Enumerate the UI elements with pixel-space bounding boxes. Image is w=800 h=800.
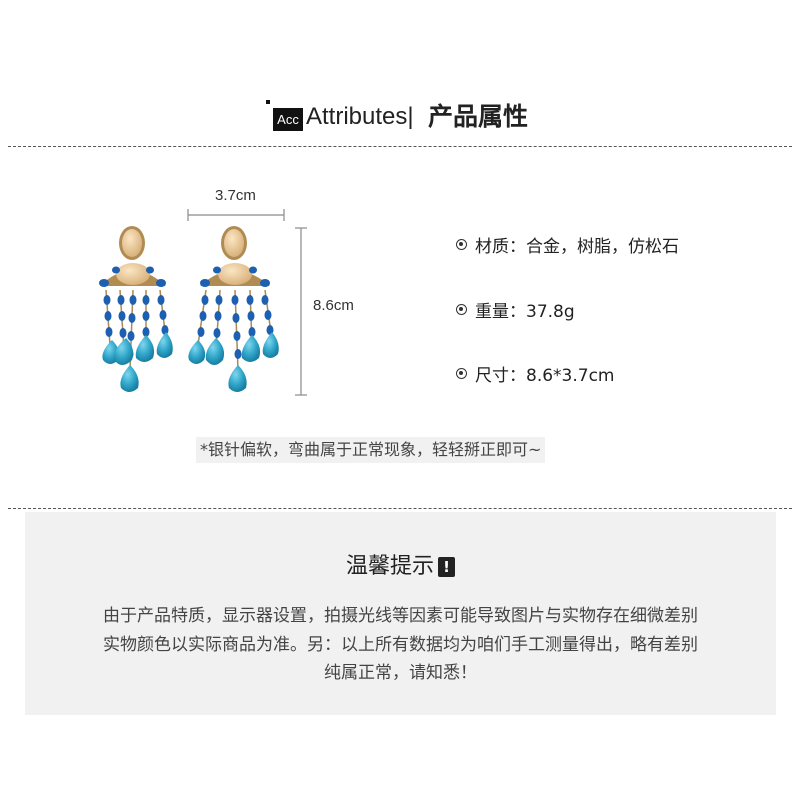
top-divider [8, 146, 792, 147]
tips-line: 纯属正常，请知悉！ [324, 663, 477, 683]
attributes-title-cn: 产品属性 [428, 102, 529, 131]
bullet-icon [456, 238, 467, 250]
spec-weight: 重量：37.8g [456, 296, 575, 322]
tips-line: 由于产品特质，显示器设置，拍摄光线等因素可能导致图片与实物存在细微差别 [103, 606, 698, 626]
bottom-divider [8, 508, 792, 509]
care-note: *银针偏软，弯曲属于正常现象，轻轻掰正即可~ [196, 437, 546, 463]
tips-title: 温馨提示! [25, 548, 776, 580]
attributes-header: Acc Attributes| 产品属性 [0, 96, 800, 136]
warning-icon: ! [438, 557, 455, 577]
left-earring [99, 226, 173, 392]
spec-size: 尺寸：8.6*3.7cm [456, 360, 614, 386]
spec-size-text: 尺寸：8.6*3.7cm [475, 365, 615, 386]
right-earring [188, 226, 279, 392]
dimension-width-label: 3.7cm [215, 187, 256, 204]
acc-badge: Acc [273, 108, 303, 131]
bullet-icon [456, 303, 467, 315]
tips-title-text: 温馨提示 [345, 554, 434, 579]
attributes-title-en: Attributes| [306, 103, 414, 130]
spec-material: 材质：合金，树脂，仿松石 [456, 231, 679, 257]
tips-panel: 温馨提示! 由于产品特质，显示器设置，拍摄光线等因素可能导致图片与实物存在细微差… [25, 512, 776, 715]
tips-line: 实物颜色以实际商品为准。另：以上所有数据均为咱们手工测量得出，略有差别 [103, 635, 698, 655]
spec-material-text: 材质：合金，树脂，仿松石 [475, 236, 679, 257]
bullet-icon [456, 367, 467, 379]
spec-weight-text: 重量：37.8g [475, 301, 575, 322]
dimension-height-label: 8.6cm [313, 297, 354, 314]
logo-dot-icon [266, 100, 270, 104]
